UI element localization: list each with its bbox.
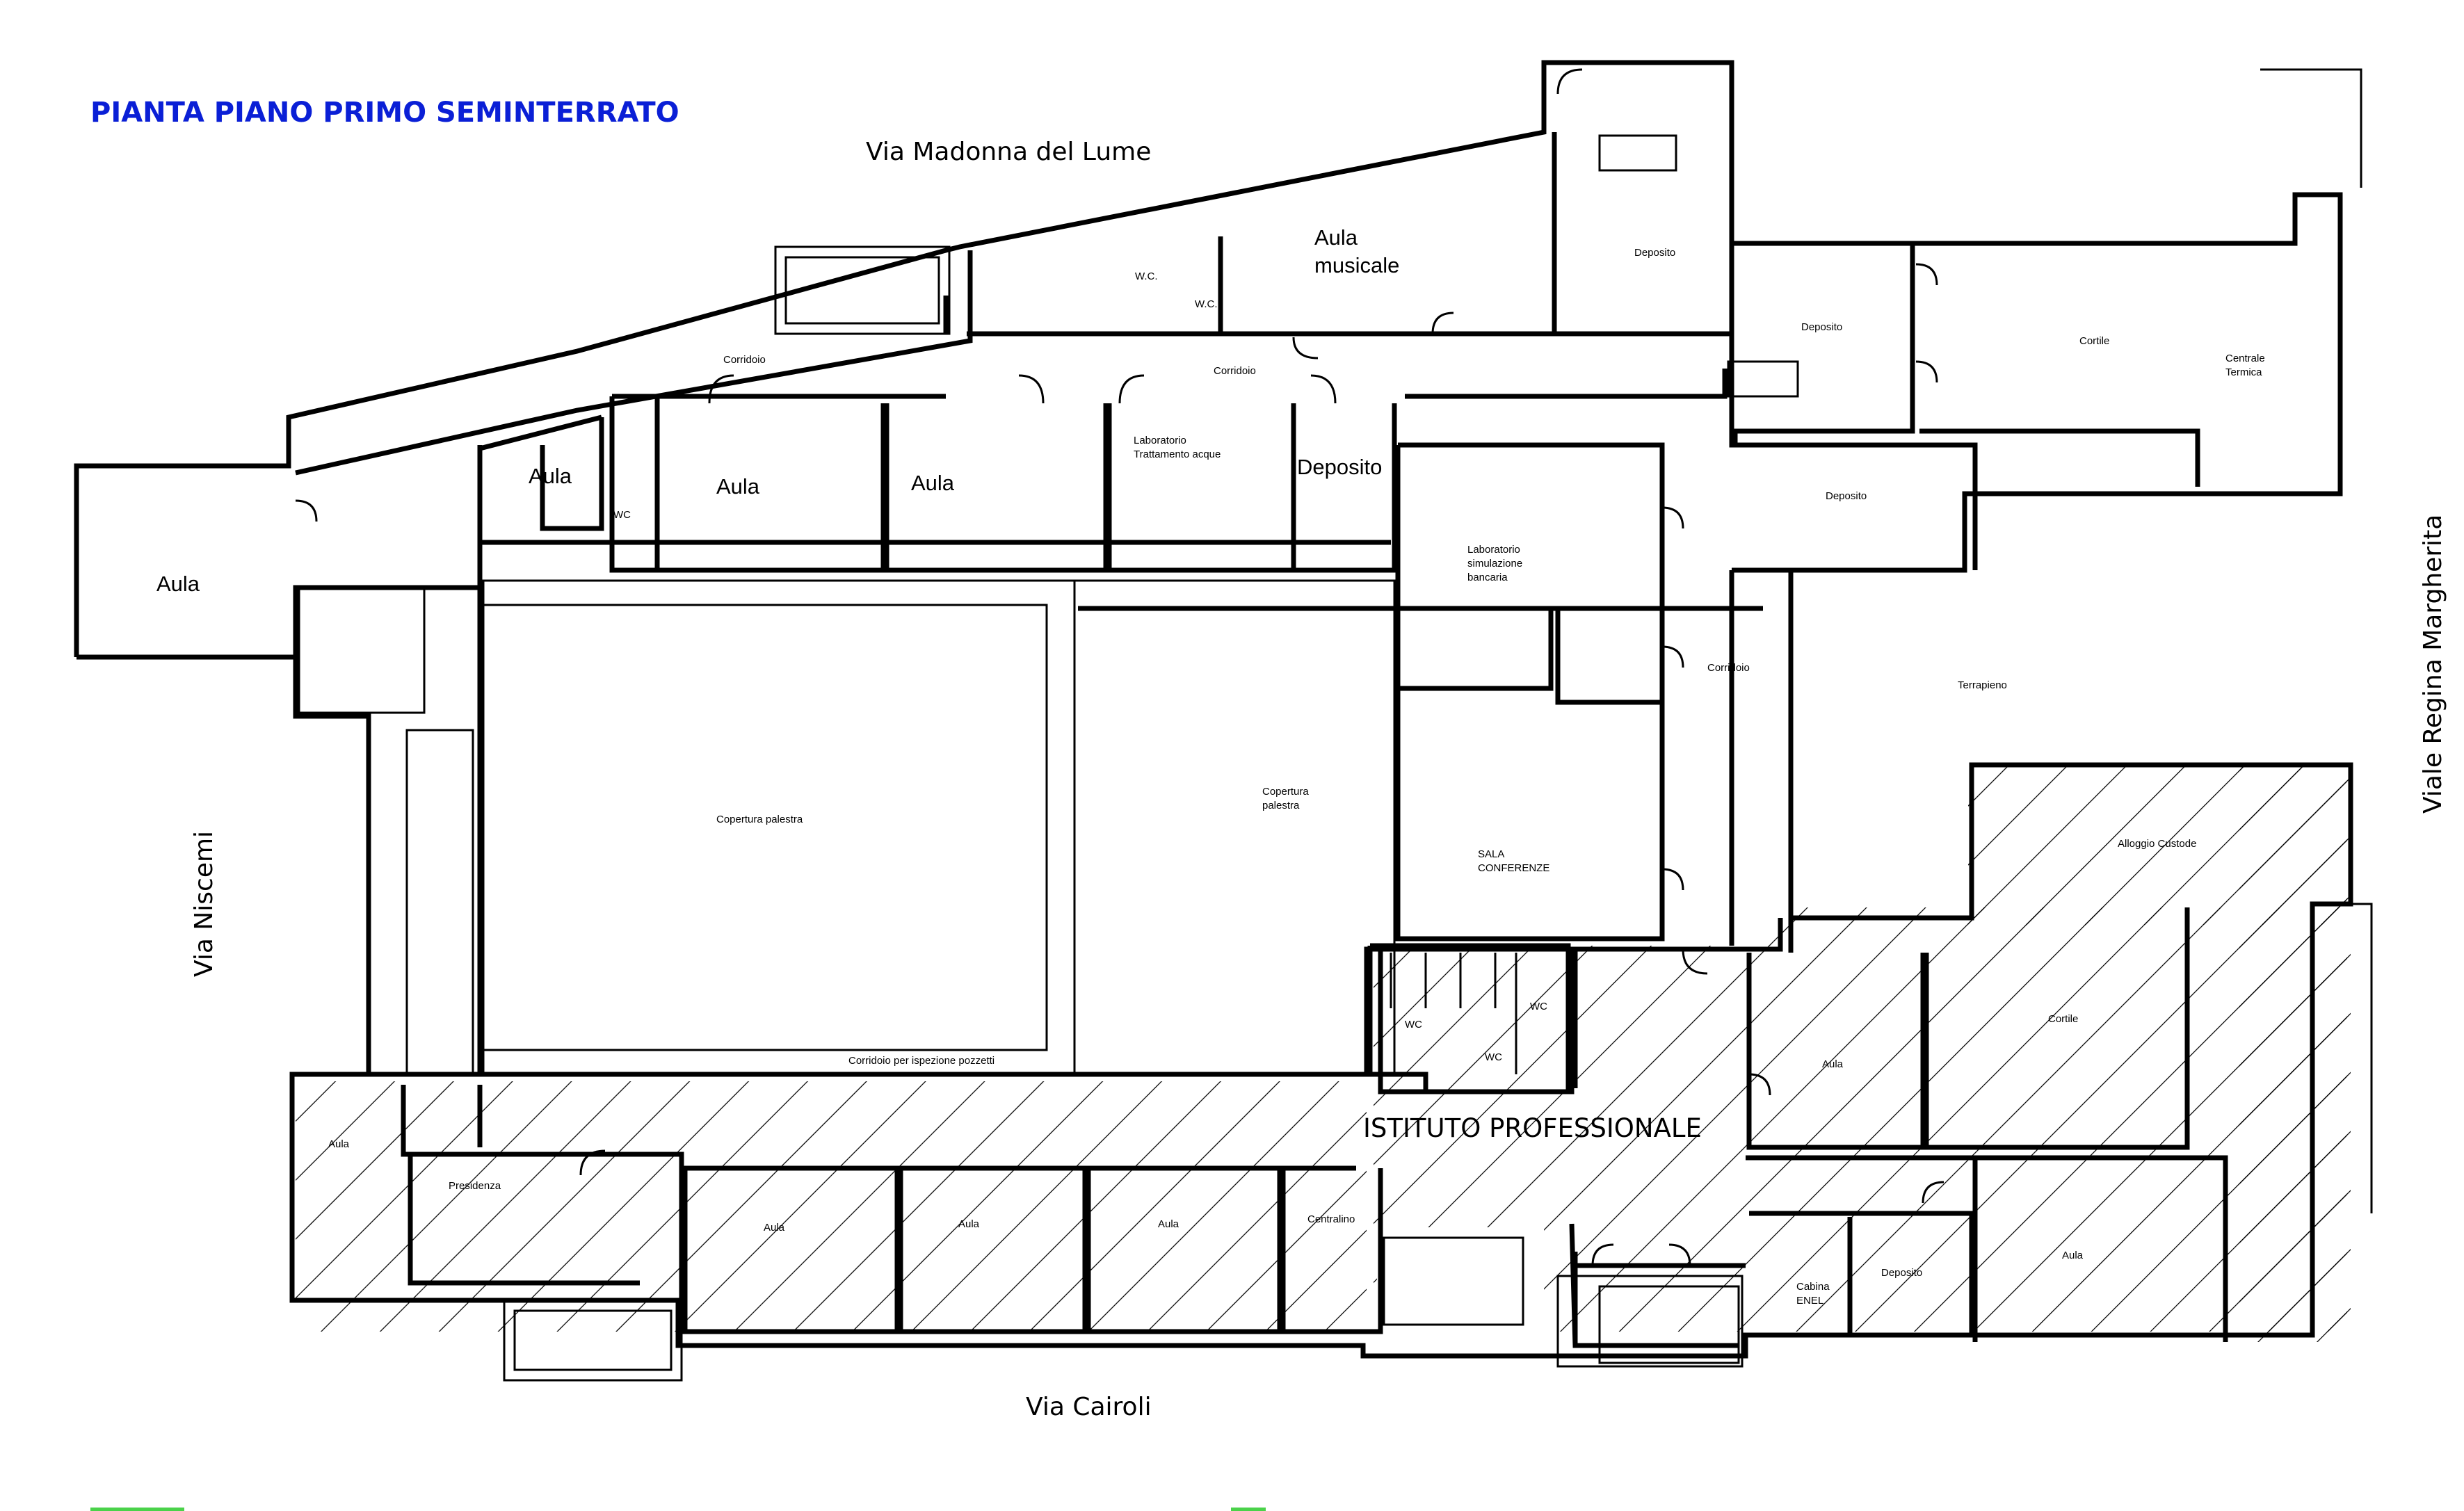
room-centralino: Centralino	[1307, 1213, 1355, 1225]
room-cortile-ne: Cortile	[2079, 335, 2109, 347]
room-corridoio-e: Corridoio	[1707, 662, 1750, 674]
room-copertura-2a: Copertura	[1262, 786, 1309, 798]
room-wc-1: WC	[613, 509, 631, 521]
room-aula-s4: Aula	[1158, 1218, 1179, 1230]
room-wc-n2: W.C.	[1195, 298, 1218, 310]
room-aula-s3: Aula	[958, 1218, 980, 1230]
building-label: ISTITUTO PROFESSIONALE	[1363, 1113, 1702, 1143]
room-corridoio-mid: Corridoio	[1214, 365, 1256, 377]
site-boundary	[2260, 68, 2373, 1213]
room-presidenza: Presidenza	[449, 1180, 501, 1192]
room-corridoio-n: Corridoio	[723, 354, 766, 366]
room-centrale-1: Centrale	[2225, 353, 2265, 364]
room-aula-west: Aula	[156, 572, 200, 596]
room-deposito-ne3: Deposito	[1826, 490, 1867, 502]
room-lab-banc-1: Laboratorio	[1467, 544, 1520, 556]
room-aula-s1: Aula	[328, 1138, 350, 1150]
room-aula-musicale-2: musicale	[1314, 253, 1399, 277]
corridor-walls	[295, 132, 2295, 953]
room-aula-se: Aula	[1822, 1058, 1844, 1070]
wc-block	[1367, 943, 1571, 1094]
south-walls	[401, 907, 2228, 1348]
room-cabina-1: Cabina	[1796, 1281, 1830, 1293]
room-aula-3: Aula	[911, 471, 955, 495]
room-aula-2: Aula	[716, 474, 760, 499]
room-deposito-s: Deposito	[1881, 1267, 1922, 1279]
room-wc-n1: W.C.	[1135, 270, 1158, 282]
room-deposito-big: Deposito	[1297, 455, 1382, 479]
room-wc-c2: WC	[1530, 1001, 1547, 1012]
street-east: Viale Regina Margherita	[2419, 515, 2447, 814]
room-lab-acque-2: Trattamento acque	[1134, 449, 1221, 460]
room-labels: Aula Aula WC Aula Aula Laboratorio Tratt…	[156, 225, 2265, 1307]
room-cortile-se: Cortile	[2048, 1013, 2078, 1025]
room-alloggio: Alloggio Custode	[2118, 838, 2196, 850]
room-sala-2: CONFERENZE	[1478, 862, 1549, 874]
room-aula-musicale-1: Aula	[1314, 225, 1358, 250]
room-lab-banc-2: simulazione	[1467, 558, 1522, 569]
street-north: Via Madonna del Lume	[866, 138, 1151, 166]
room-aula-small: Aula	[529, 464, 572, 488]
room-copertura-1: Copertura palestra	[716, 814, 803, 825]
room-aula-s2: Aula	[764, 1222, 785, 1234]
room-wc-c1: WC	[1405, 1019, 1422, 1031]
room-centrale-2: Termica	[2225, 366, 2262, 378]
room-deposito-ne2: Deposito	[1801, 321, 1842, 333]
room-cabina-2: ENEL	[1796, 1295, 1823, 1307]
street-south: Via Cairoli	[1026, 1393, 1152, 1421]
room-terrapieno: Terrapieno	[1958, 679, 2007, 691]
door-swings	[295, 68, 1944, 1266]
room-wc-c3: WC	[1485, 1051, 1502, 1063]
gym-roof	[482, 579, 1396, 1076]
room-lab-acque-1: Laboratorio	[1134, 435, 1186, 446]
street-west: Via Niscemi	[190, 831, 218, 977]
plan-title: PIANTA PIANO PRIMO SEMINTERRATO	[90, 97, 679, 129]
room-lab-banc-3: bancaria	[1467, 572, 1508, 583]
room-copertura-2b: palestra	[1262, 800, 1300, 811]
hatched-area	[296, 765, 2351, 1342]
room-corridoio-pozzetti: Corridoio per ispezione pozzetti	[848, 1055, 995, 1067]
room-deposito-ne1: Deposito	[1634, 247, 1675, 259]
room-sala-1: SALA	[1478, 848, 1504, 860]
stairs	[298, 134, 1799, 1382]
room-aula-s5: Aula	[2062, 1250, 2084, 1261]
color-marks	[90, 1508, 1266, 1511]
